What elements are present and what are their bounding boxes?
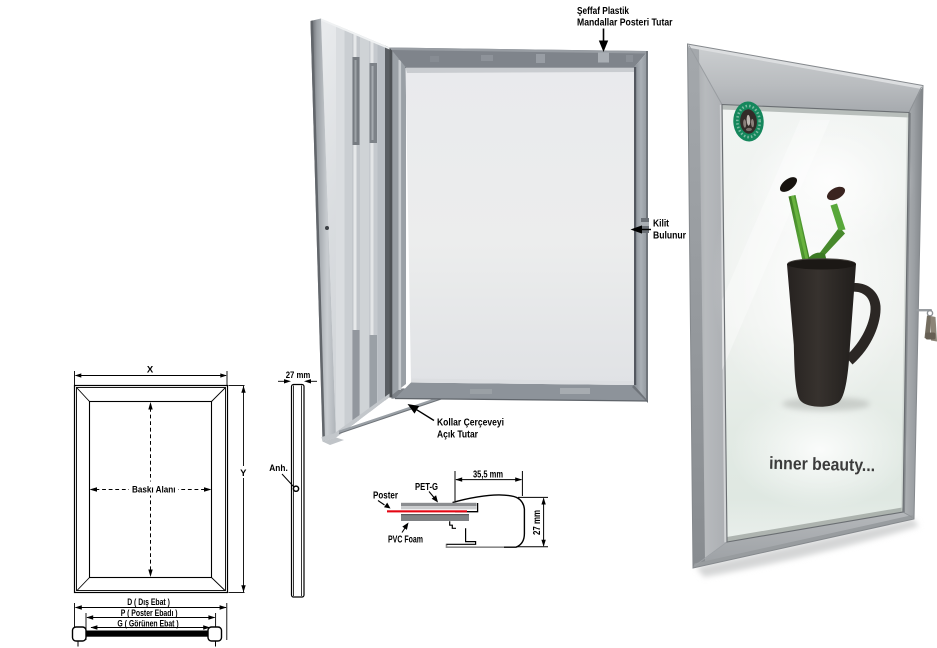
svg-text:D ( Dış Ebat ): D ( Dış Ebat )	[127, 597, 170, 607]
svg-text:Baskı Alanı: Baskı Alanı	[132, 485, 176, 495]
svg-text:Mandallar Posteri Tutar: Mandallar Posteri Tutar	[577, 17, 673, 28]
svg-text:PET-G: PET-G	[415, 481, 438, 493]
svg-text:Şeffaf Plastik: Şeffaf Plastik	[577, 6, 629, 17]
svg-text:Y: Y	[240, 468, 247, 479]
svg-text:inner beauty...: inner beauty...	[769, 453, 875, 475]
svg-text:P ( Poster Ebadı ): P ( Poster Ebadı )	[121, 608, 178, 618]
svg-text:Anh.: Anh.	[269, 463, 288, 473]
svg-text:G ( Görünen Ebat ): G ( Görünen Ebat )	[117, 618, 178, 628]
svg-text:27 mm: 27 mm	[531, 510, 543, 535]
svg-text:Bulunur: Bulunur	[653, 230, 686, 241]
svg-text:Poster: Poster	[373, 490, 398, 502]
svg-text:PVC Foam: PVC Foam	[388, 534, 423, 546]
svg-text:27 mm: 27 mm	[286, 370, 311, 380]
svg-text:Kilit: Kilit	[653, 218, 670, 229]
svg-text:Açık Tutar: Açık Tutar	[437, 429, 478, 440]
svg-text:X: X	[147, 365, 154, 376]
svg-text:Kollar Çerçeveyi: Kollar Çerçeveyi	[437, 417, 504, 428]
svg-text:35,5 mm: 35,5 mm	[473, 469, 503, 481]
